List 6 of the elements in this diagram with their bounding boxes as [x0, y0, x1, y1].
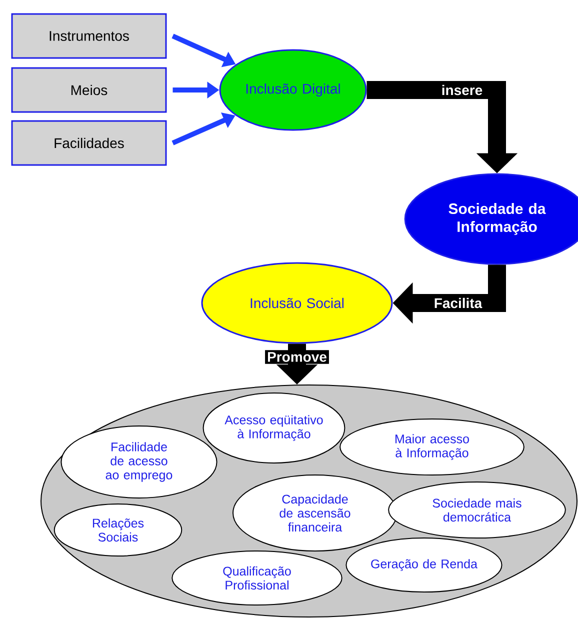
text-box: Instrumentos [11, 13, 167, 59]
text-box: Facilidades [11, 120, 167, 166]
edge-label: Promove [265, 350, 329, 364]
text-box: Meios [11, 67, 167, 113]
edge-label: Facilita [432, 296, 484, 310]
edge-label: insere [439, 82, 485, 98]
